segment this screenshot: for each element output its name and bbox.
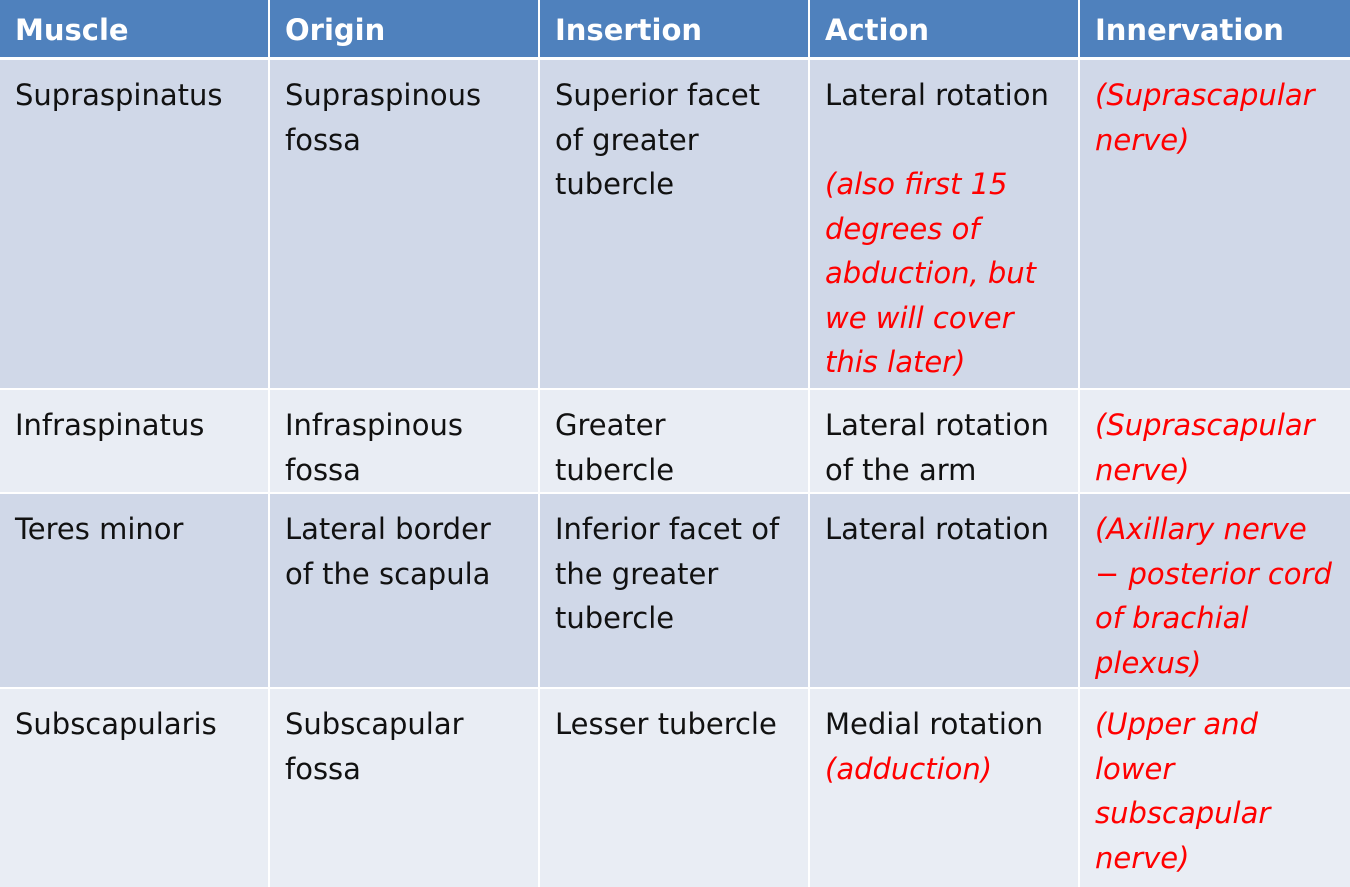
header-innervation: Innervation <box>1080 0 1350 60</box>
cell-insertion: Lesser tubercle <box>540 689 810 887</box>
cell-action: Medial rotation (adduction) <box>810 689 1080 887</box>
cell-insertion: Inferior facet of the greater tubercle <box>540 494 810 689</box>
cell-action: Lateral rotation of the arm <box>810 390 1080 494</box>
cell-origin: Subscapular fossa <box>270 689 540 887</box>
cell-insertion: Superior facet of greater tubercle <box>540 60 810 390</box>
action-note: (adduction) <box>825 751 993 786</box>
cell-origin: Lateral border of the scapula <box>270 494 540 689</box>
cell-muscle: Supraspinatus <box>0 60 270 390</box>
header-muscle: Muscle <box>0 0 270 60</box>
action-text: Lateral rotation <box>825 78 1049 112</box>
cell-muscle: Subscapularis <box>0 689 270 887</box>
cell-muscle: Infraspinatus <box>0 390 270 494</box>
cell-action: Lateral rotation <box>810 494 1080 689</box>
header-insertion: Insertion <box>540 0 810 60</box>
cell-insertion: Greater tubercle <box>540 390 810 494</box>
cell-muscle: Teres minor <box>0 494 270 689</box>
header-origin: Origin <box>270 0 540 60</box>
cell-innervation: (Axillary nerve − posterior cord of brac… <box>1080 494 1350 689</box>
cell-action: Lateral rotation (also first 15 degrees o… <box>810 60 1080 390</box>
cell-innervation: (Suprascapular nerve) <box>1080 390 1350 494</box>
cell-origin: Supraspinous fossa <box>270 60 540 390</box>
action-text: Medial rotation <box>825 707 1044 741</box>
cell-innervation: (Upper and lower subscapular nerve) <box>1080 689 1350 887</box>
header-action: Action <box>810 0 1080 60</box>
action-note: (also first 15 degrees of abduction, but… <box>825 167 1037 379</box>
cell-innervation: (Suprascapular nerve) <box>1080 60 1350 390</box>
cell-origin: Infraspinous fossa <box>270 390 540 494</box>
